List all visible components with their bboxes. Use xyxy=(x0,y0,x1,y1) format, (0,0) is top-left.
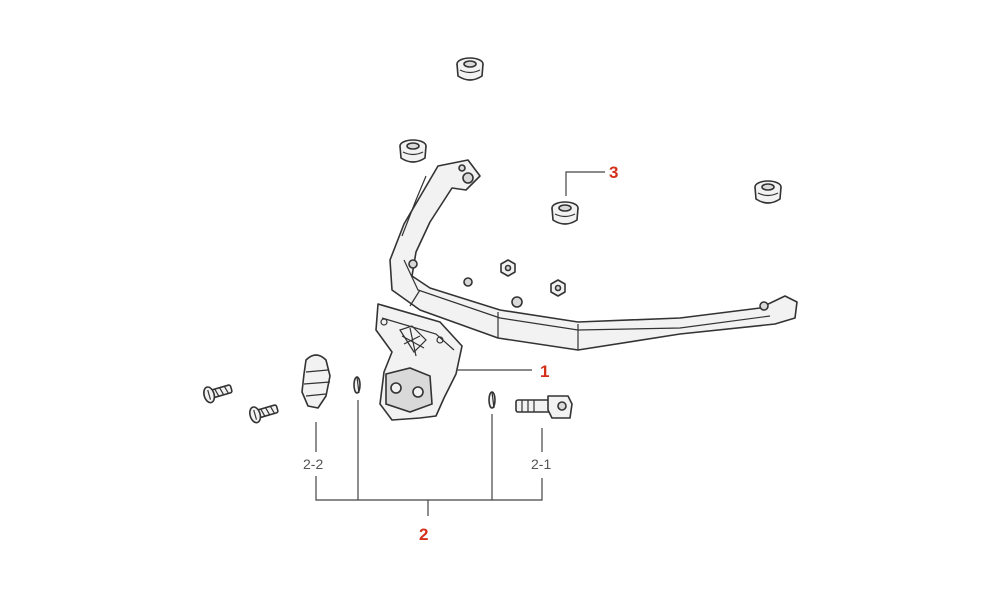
callout-3: 3 xyxy=(609,163,618,182)
hex-nut-2 xyxy=(550,279,566,297)
lock-bracket-assembly xyxy=(375,303,463,421)
locking-knob xyxy=(301,354,331,409)
spring-washer-right xyxy=(488,391,496,409)
leader-callout-3 xyxy=(565,171,605,196)
hex-nut-1 xyxy=(500,259,516,277)
leader-group-2 xyxy=(315,400,543,516)
callout-2-2: 2-2 xyxy=(303,456,323,472)
callout-2-1: 2-1 xyxy=(531,456,551,472)
callout-2: 2 xyxy=(419,525,428,544)
leader-lines xyxy=(315,171,605,516)
screw-upper xyxy=(203,384,233,404)
rubber-grommet-right xyxy=(754,180,782,204)
rubber-grommet-left xyxy=(399,139,427,163)
callout-1: 1 xyxy=(540,362,549,381)
rubber-grommet-top xyxy=(456,57,484,81)
screw-lower xyxy=(249,404,279,424)
spring-washer-left xyxy=(353,376,361,394)
curved-frame-bar xyxy=(389,159,798,351)
lock-pin xyxy=(515,395,573,419)
rubber-grommet-center xyxy=(551,201,579,225)
